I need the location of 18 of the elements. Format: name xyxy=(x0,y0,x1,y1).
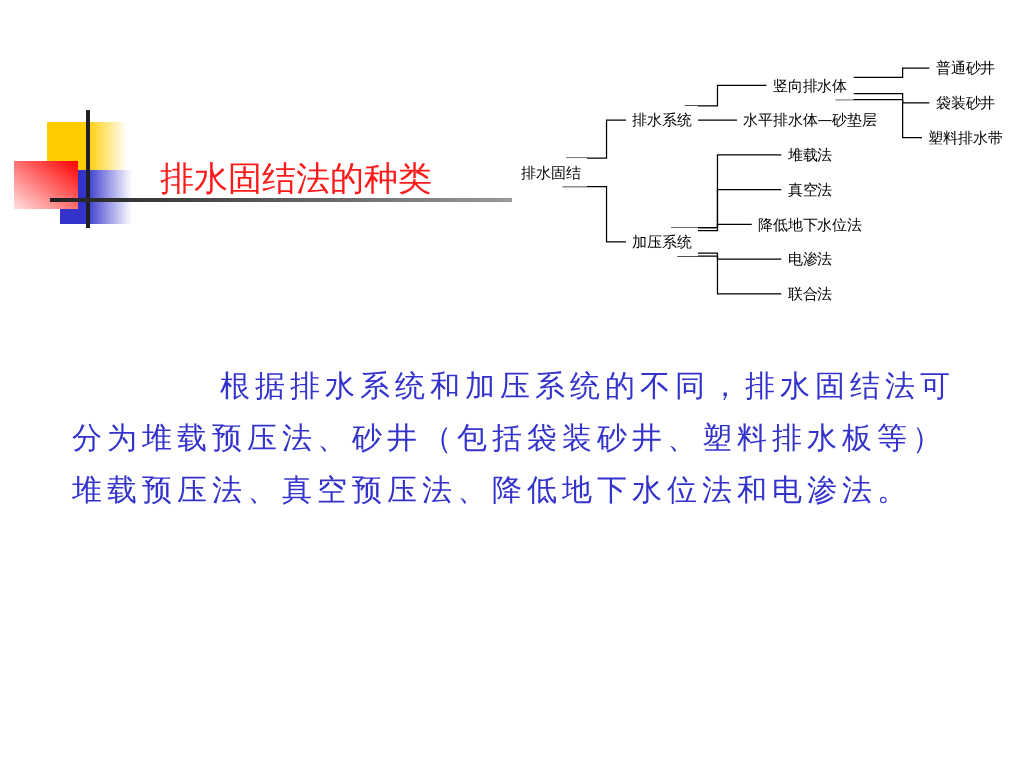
connector xyxy=(697,223,753,232)
slide-title: 排水固结法的种类 xyxy=(160,157,432,199)
node-text: 联合法 xyxy=(787,285,833,303)
node-text: 真空法 xyxy=(787,180,833,199)
connector xyxy=(697,119,738,121)
node-text: 袋装砂井 xyxy=(935,93,996,112)
connector xyxy=(565,119,627,159)
node-text: 竖向排水体 xyxy=(772,76,848,94)
connector xyxy=(852,92,931,104)
connector xyxy=(697,252,783,260)
node-text: 堆载法 xyxy=(787,146,833,164)
node-text: 电渗法 xyxy=(787,250,833,268)
node-text: 水平排水体—砂垫层 xyxy=(743,111,877,129)
caption-paragraph: 根据排水系统和加压系统的不同，排水固结法可分为堆载预压法、砂井（包括袋装砂井、塑料排水板等）堆载预压法、真空预压法、降低地下水位法和电渗法。 xyxy=(72,367,956,509)
node-text: 降低地下水位法 xyxy=(758,215,862,233)
connector xyxy=(852,67,931,78)
node-text: 塑料排水带 xyxy=(928,128,1003,146)
node-text: 普通砂井 xyxy=(935,59,996,77)
